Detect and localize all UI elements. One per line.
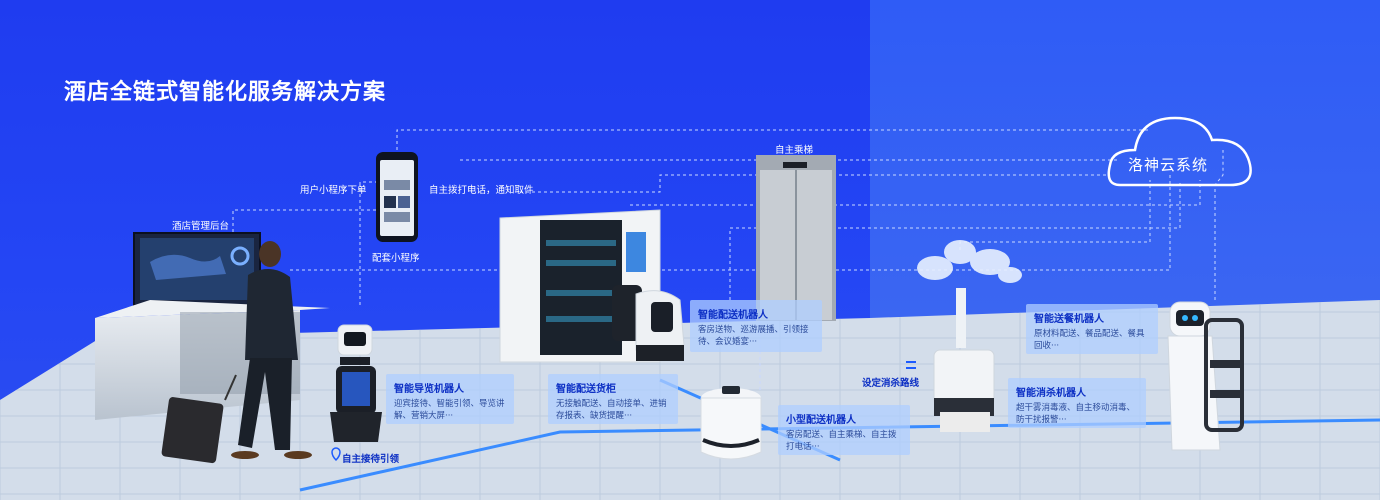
- food-robot-panel: 智能送餐机器人 原材料配送、餐品配送、餐具回收···: [1026, 304, 1158, 354]
- panel-title: 智能消杀机器人: [1016, 388, 1086, 399]
- panel-title: 智能配送机器人: [698, 310, 768, 321]
- elevator-label: 自主乘梯: [775, 145, 814, 156]
- page-title: 酒店全链式智能化服务解决方案: [64, 80, 387, 105]
- panel-description: 无接触配送、自动接单、进销存报表、缺货提醒···: [556, 399, 667, 421]
- cloud-system-label: 洛神云系统: [1128, 156, 1209, 174]
- panel-description: 迎宾接待、智能引领、导览讲解、营销大屏···: [394, 399, 505, 421]
- panel-title: 智能送餐机器人: [1034, 314, 1104, 325]
- panel-title: 智能配送货柜: [556, 384, 616, 395]
- guide-robot-panel: 智能导览机器人 迎宾接待、智能引领、导览讲解、营销大屏···: [386, 374, 514, 424]
- delivery-robot-panel: 智能配送机器人 客房送物、巡游展播、引领接待、会议婚宴···: [690, 300, 822, 352]
- small-delivery-robot-panel: 小型配送机器人 客房配送、自主乘梯、自主拨打电话···: [778, 405, 910, 455]
- disinfect-route-label: 设定消杀路线: [862, 378, 920, 389]
- panel-description: 客房配送、自主乘梯、自主拨打电话···: [786, 430, 897, 452]
- panel-title: 智能导览机器人: [394, 384, 464, 395]
- cabinet-panel: 智能配送货柜 无接触配送、自动接单、进销存报表、缺货提醒···: [548, 374, 678, 424]
- panel-description: 客房送物、巡游展播、引领接待、会议婚宴···: [698, 325, 809, 347]
- reception-guide-label: 自主接待引领: [342, 454, 400, 465]
- disinfect-robot-panel: 智能消杀机器人 超干雾消毒液、自主移动消毒、防干扰报警···: [1008, 378, 1146, 428]
- panel-description: 超干雾消毒液、自主移动消毒、防干扰报警···: [1016, 403, 1136, 425]
- phone-notify-label: 自主拨打电话，通知取件: [429, 185, 534, 196]
- panel-description: 原材料配送、餐品配送、餐具回收···: [1034, 329, 1145, 351]
- panel-title: 小型配送机器人: [786, 415, 856, 426]
- mini-program-order-label: 用户小程序下单: [300, 185, 367, 196]
- hotel-backend-label: 酒店管理后台: [172, 221, 230, 232]
- mini-program-label: 配套小程序: [372, 253, 420, 264]
